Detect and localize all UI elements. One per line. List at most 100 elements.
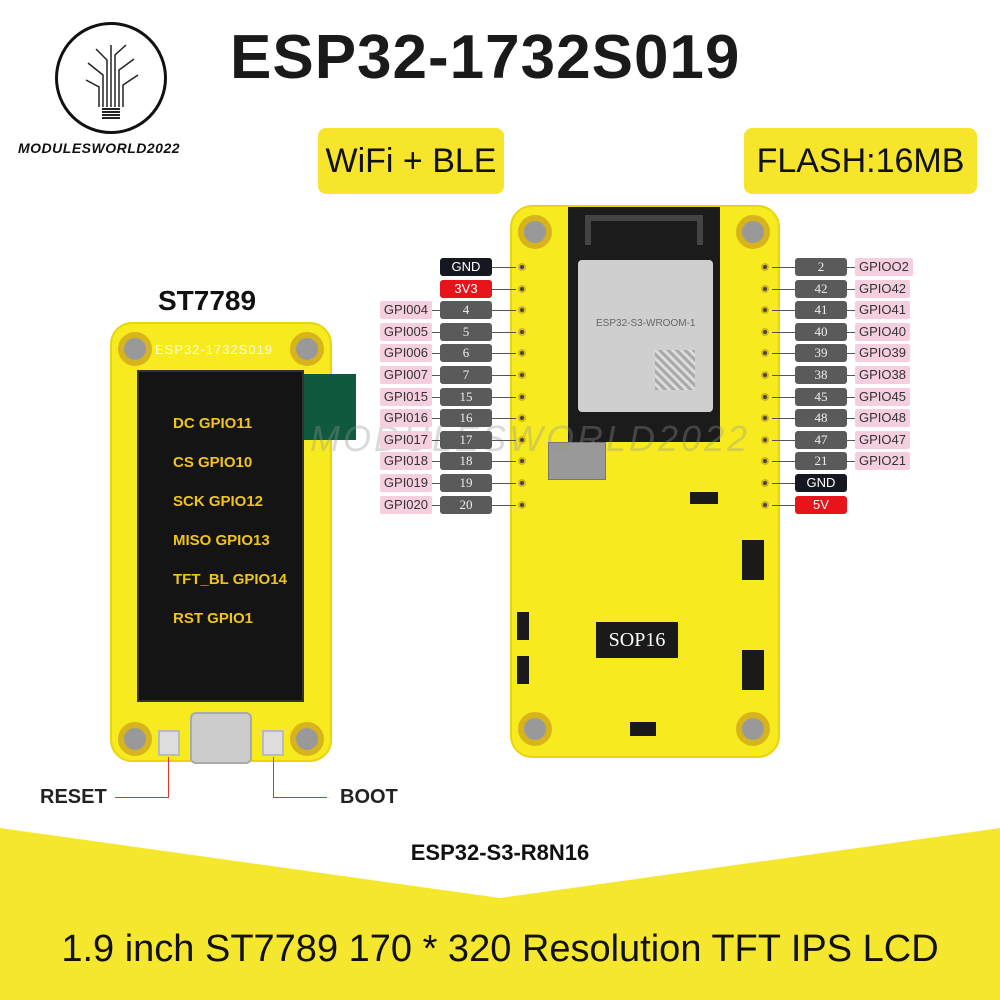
pin-number-badge: 16 [440, 409, 492, 428]
header-pin [761, 500, 769, 509]
sop16-chip: SOP16 [596, 622, 678, 658]
regulator [742, 540, 764, 580]
pin-wire [772, 267, 795, 268]
pin-number-badge: 38 [795, 366, 847, 384]
header-pin [518, 479, 526, 487]
pin-wire [772, 331, 795, 333]
pin-number-badge: 21 [795, 452, 847, 471]
pin-wire [772, 418, 795, 420]
pin-wire [847, 418, 855, 420]
gpio-label: GPI015 [379, 387, 432, 406]
pin-number-badge: 3V3 [440, 279, 492, 298]
page-title: ESP32-1732S019 [230, 23, 741, 92]
mount-hole [290, 332, 324, 366]
screen-pin-line: DC GPIO11 [173, 415, 253, 432]
mount-hole [518, 215, 552, 249]
pin-number-badge: 42 [795, 279, 847, 298]
pin-number-badge: 2 [795, 258, 847, 276]
pin-wire [772, 353, 795, 355]
pin-number-badge: 39 [795, 344, 847, 363]
pin-wire [492, 267, 516, 268]
header-pin [518, 414, 526, 423]
pin-number-badge: 4 [440, 301, 492, 320]
pin-wire [432, 461, 440, 463]
header-pin [518, 327, 526, 336]
pin-wire [772, 461, 795, 463]
pin-wire [432, 353, 440, 355]
pin-wire [772, 396, 795, 398]
pin-wire [432, 418, 440, 420]
connector [548, 442, 606, 480]
module-label: ESP32-S3-WROOM-1 [596, 318, 696, 329]
pin-wire [847, 396, 855, 398]
mount-hole [736, 215, 770, 249]
header-pin [761, 371, 769, 379]
pin-number-badge: 40 [795, 322, 847, 341]
reset-callout-line [115, 757, 169, 798]
mount-hole [118, 332, 152, 366]
header-pin [761, 457, 769, 466]
reset-label: RESET [40, 786, 107, 808]
pin-number-badge: 48 [795, 409, 847, 428]
pin-number-badge: 47 [795, 430, 847, 449]
pin-wire [847, 439, 855, 441]
gpio-label: GPI019 [379, 474, 432, 492]
gpio-label: GPIO47 [855, 430, 910, 449]
chip-variant: ESP32-S3-R8N16 [410, 840, 590, 865]
pin-wire [847, 461, 855, 463]
pin-wire [847, 310, 855, 312]
gpio-label: GPI007 [379, 366, 432, 384]
gpio-label: GPIOO2 [855, 258, 913, 276]
pin-wire [432, 375, 440, 376]
regulator [742, 650, 764, 690]
pin-number-badge: 15 [440, 387, 492, 406]
boot-label: BOOT [340, 786, 398, 808]
header-pin [518, 349, 526, 358]
pin-number-badge: 18 [440, 452, 492, 471]
gpio-label: GPI006 [379, 344, 432, 363]
pin-wire [847, 375, 855, 376]
footer-description: 1.9 inch ST7789 170 * 320 Resolution TFT… [61, 928, 939, 970]
pin-number-badge: GND [440, 258, 492, 276]
pin-number-badge: 45 [795, 387, 847, 406]
header-pin [518, 500, 526, 509]
mount-hole [736, 712, 770, 746]
pin-wire [492, 288, 516, 290]
gpio-label: GPI005 [379, 322, 432, 341]
mount-hole [118, 722, 152, 756]
screen-pin-line: SCK GPIO12 [173, 493, 264, 510]
header-pin [761, 414, 769, 423]
lcd-screen: DC GPIO11 CS GPIO10 SCK GPIO12 MISO GPIO… [137, 370, 304, 702]
pin-number-badge: 6 [440, 344, 492, 363]
screen-pin-line: TFT_BL GPIO14 [173, 571, 287, 588]
display-controller-label: ST7789 [158, 285, 257, 316]
pin-wire [847, 353, 855, 355]
flex-ribbon [302, 374, 356, 440]
wifi-ble-badge: WiFi + BLE [318, 128, 504, 194]
gpio-label: GPIO38 [855, 366, 910, 384]
header-pin [761, 435, 769, 444]
pin-wire [492, 504, 516, 506]
header-pin [761, 263, 769, 271]
mount-hole [290, 722, 324, 756]
pin-wire [492, 310, 516, 312]
gpio-label: GPI020 [379, 495, 432, 514]
pin-number-badge: 5V [795, 495, 847, 514]
pin-wire [772, 483, 795, 484]
gpio-label: GPI018 [379, 452, 432, 471]
header-pin [761, 392, 769, 401]
pin-number-badge: 20 [440, 495, 492, 514]
antenna-trace [585, 215, 703, 245]
usb-c-port [190, 712, 252, 764]
pin-wire [492, 396, 516, 398]
watermark: MODULESWORLD2022 [310, 418, 751, 459]
boot-button [262, 730, 284, 756]
header-pin [761, 306, 769, 315]
screen-pin-line: RST GPIO1 [173, 610, 254, 627]
board-silkscreen: ESP32-1732S019 [155, 342, 274, 357]
header-pin [761, 349, 769, 358]
header-pin [518, 457, 526, 466]
pin-wire [432, 310, 440, 312]
pin-wire [772, 310, 795, 312]
flash-badge: FLASH:16MB [744, 128, 977, 194]
